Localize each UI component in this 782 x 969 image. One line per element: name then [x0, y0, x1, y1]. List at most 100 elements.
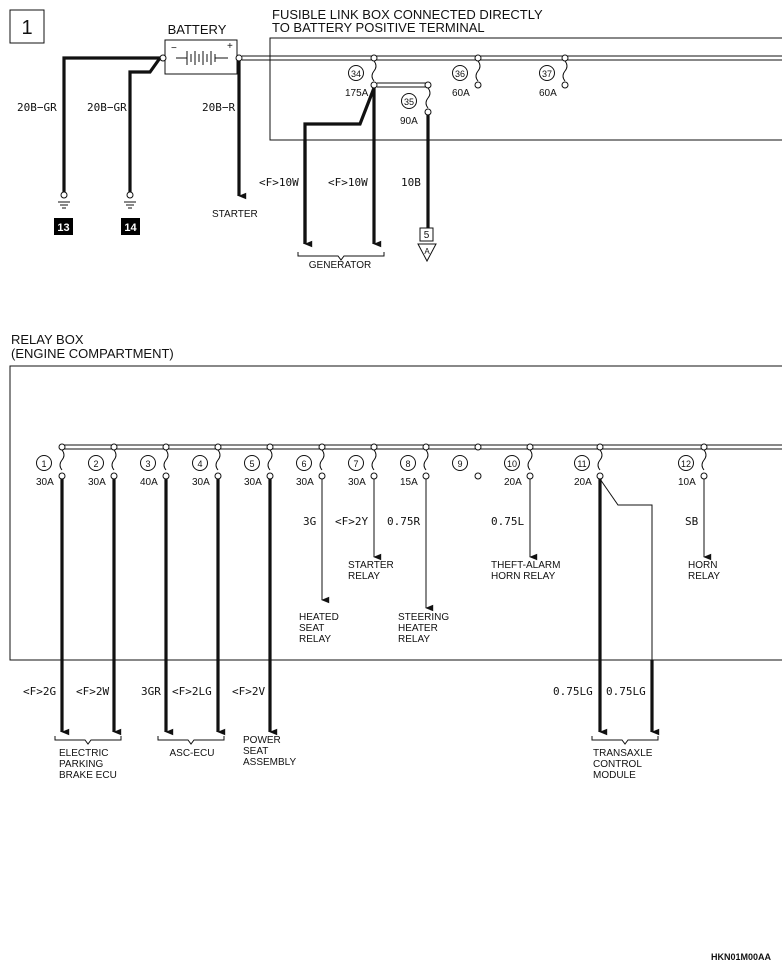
wire-3gr: 3GR: [141, 685, 161, 698]
epb-label-1: ELECTRIC: [59, 748, 108, 759]
heated-seat-relay-1: HEATED: [299, 612, 339, 623]
ground-14-label: 14: [124, 222, 137, 234]
connector-5-icon: 5 A: [417, 227, 437, 263]
epb-brace: [54, 736, 122, 745]
relay-fuse-4-num: 4: [197, 459, 202, 469]
relay-fuse-6: 6 30A: [296, 443, 326, 488]
relay-fuse-6-num: 6: [301, 459, 306, 469]
wire-f-10w-1: <F>10W: [259, 176, 299, 189]
relay-fuse-7-rating: 30A: [348, 477, 366, 488]
relay-fuse-8-rating: 15A: [400, 477, 418, 488]
relay-fuse-1-num: 1: [41, 459, 46, 469]
battery-minus: −: [171, 43, 177, 54]
tcm-brace: [591, 736, 659, 745]
theft-alarm-2: HORN RELAY: [491, 571, 556, 582]
heated-seat-relay-3: RELAY: [299, 634, 331, 645]
ground-13-icon: 13: [54, 191, 73, 235]
relay-fuse-8-num: 8: [405, 459, 410, 469]
wire-0-75lg-1: 0.75LG: [553, 685, 593, 698]
asc-brace: [157, 736, 225, 745]
relay-fuse-3: 3 40A: [140, 443, 170, 488]
fuse-34-num: 34: [351, 69, 361, 79]
fuse-35-rating: 90A: [400, 116, 418, 127]
wire-f-2v: <F>2V: [232, 685, 265, 698]
diagram-number-box: 1: [9, 9, 45, 44]
battery-plus: +: [227, 41, 233, 52]
epb-label-2: PARKING: [59, 759, 103, 770]
fusible-link-title-1: FUSIBLE LINK BOX CONNECTED DIRECTLY: [272, 7, 543, 22]
battery-cells-icon: [176, 51, 228, 65]
steering-heater-relay-2: HEATER: [398, 623, 438, 634]
relay-fuse-5-rating: 30A: [244, 477, 262, 488]
horn-relay-2: RELAY: [688, 571, 720, 582]
power-seat-3: ASSEMBLY: [243, 757, 296, 768]
fuse-37-rating: 60A: [539, 88, 557, 99]
relay-fuse-5-num: 5: [249, 459, 254, 469]
fuse-36-num: 36: [455, 69, 465, 79]
fuse-36: 36 60A: [452, 54, 482, 99]
relay-fuse-10-rating: 20A: [504, 477, 522, 488]
steering-heater-relay-1: STEERING: [398, 612, 449, 623]
connector-5-label: 5: [424, 230, 430, 241]
relay-fuse-4-rating: 30A: [192, 477, 210, 488]
relay-fuse-7: 7 30A: [348, 443, 378, 488]
wire-20b-r: 20B−R: [202, 101, 235, 114]
fusible-link-title-2: TO BATTERY POSITIVE TERMINAL: [272, 20, 485, 35]
relay-fuse-3-num: 3: [145, 459, 150, 469]
epb-label-3: BRAKE ECU: [59, 770, 117, 781]
relay-fuse-12-num: 12: [681, 459, 691, 469]
fuse-34-rating: 175A: [345, 88, 369, 99]
starter-relay-1: STARTER: [348, 560, 394, 571]
relay-fuse-5: 5 30A: [244, 443, 274, 488]
fuse-36-rating: 60A: [452, 88, 470, 99]
relay-box-title-1: RELAY BOX: [11, 332, 84, 347]
relay-box: RELAY BOX (ENGINE COMPARTMENT): [9, 332, 782, 661]
wire-f-2lg: <F>2LG: [172, 685, 212, 698]
relay-fuse-7-num: 7: [353, 459, 358, 469]
relay-fuse-3-rating: 40A: [140, 477, 158, 488]
asc-label: ASC-ECU: [169, 748, 214, 759]
ground-13-label: 13: [57, 222, 69, 234]
wire-10b: 10B: [401, 176, 421, 189]
starter-relay-2: RELAY: [348, 571, 380, 582]
steering-heater-relay-3: RELAY: [398, 634, 430, 645]
generator-label: GENERATOR: [309, 260, 371, 271]
theft-alarm-1: THEFT-ALARM: [491, 560, 560, 571]
relay-fuse-12: 12 10A: [678, 443, 708, 488]
wire-0-75r: 0.75R: [387, 515, 420, 528]
ground-14-icon: 14: [121, 191, 140, 235]
wire-sb: SB: [685, 515, 699, 528]
relay-fuse-11: 11 20A: [574, 443, 604, 488]
wire-f-2y: <F>2Y: [335, 515, 368, 528]
relay-fuse-10-num: 10: [507, 459, 517, 469]
relay-fuse-4: 4 30A: [192, 443, 222, 488]
diagram-number: 1: [21, 17, 32, 39]
connector-5-arrow-label: A: [424, 247, 430, 256]
relay-fuse-10: 10 20A: [504, 443, 534, 488]
wire-f-10w-2: <F>10W: [328, 176, 368, 189]
wire-20b-gr-2: 20B−GR: [87, 101, 127, 114]
relay-fuse-6-rating: 30A: [296, 477, 314, 488]
wire-3g: 3G: [303, 515, 316, 528]
wire-20b-gr-1: 20B−GR: [17, 101, 57, 114]
fuse-35: 35 90A: [400, 81, 432, 127]
footer-code: HKN01M00AA: [711, 952, 772, 962]
relay-fuse-12-rating: 10A: [678, 477, 696, 488]
power-seat-2: SEAT: [243, 746, 268, 757]
tcm-label-1: TRANSAXLE: [593, 748, 653, 759]
relay-fuse-8: 8 15A: [400, 443, 430, 488]
fuse-37: 37 60A: [539, 54, 569, 99]
wire-f-2w: <F>2W: [76, 685, 109, 698]
wire-0-75lg-2: 0.75LG: [606, 685, 646, 698]
relay-fuse-11-rating: 20A: [574, 477, 592, 488]
fuse-37-num: 37: [542, 69, 552, 79]
fusible-link-box: FUSIBLE LINK BOX CONNECTED DIRECTLY TO B…: [269, 7, 782, 141]
relay-fuse-1-rating: 30A: [36, 477, 54, 488]
tcm-label-3: MODULE: [593, 770, 636, 781]
relay-fuse-11-num: 11: [577, 459, 586, 469]
starter-label: STARTER: [212, 209, 258, 220]
horn-relay-1: HORN: [688, 560, 717, 571]
relay-fuse-2-rating: 30A: [88, 477, 106, 488]
